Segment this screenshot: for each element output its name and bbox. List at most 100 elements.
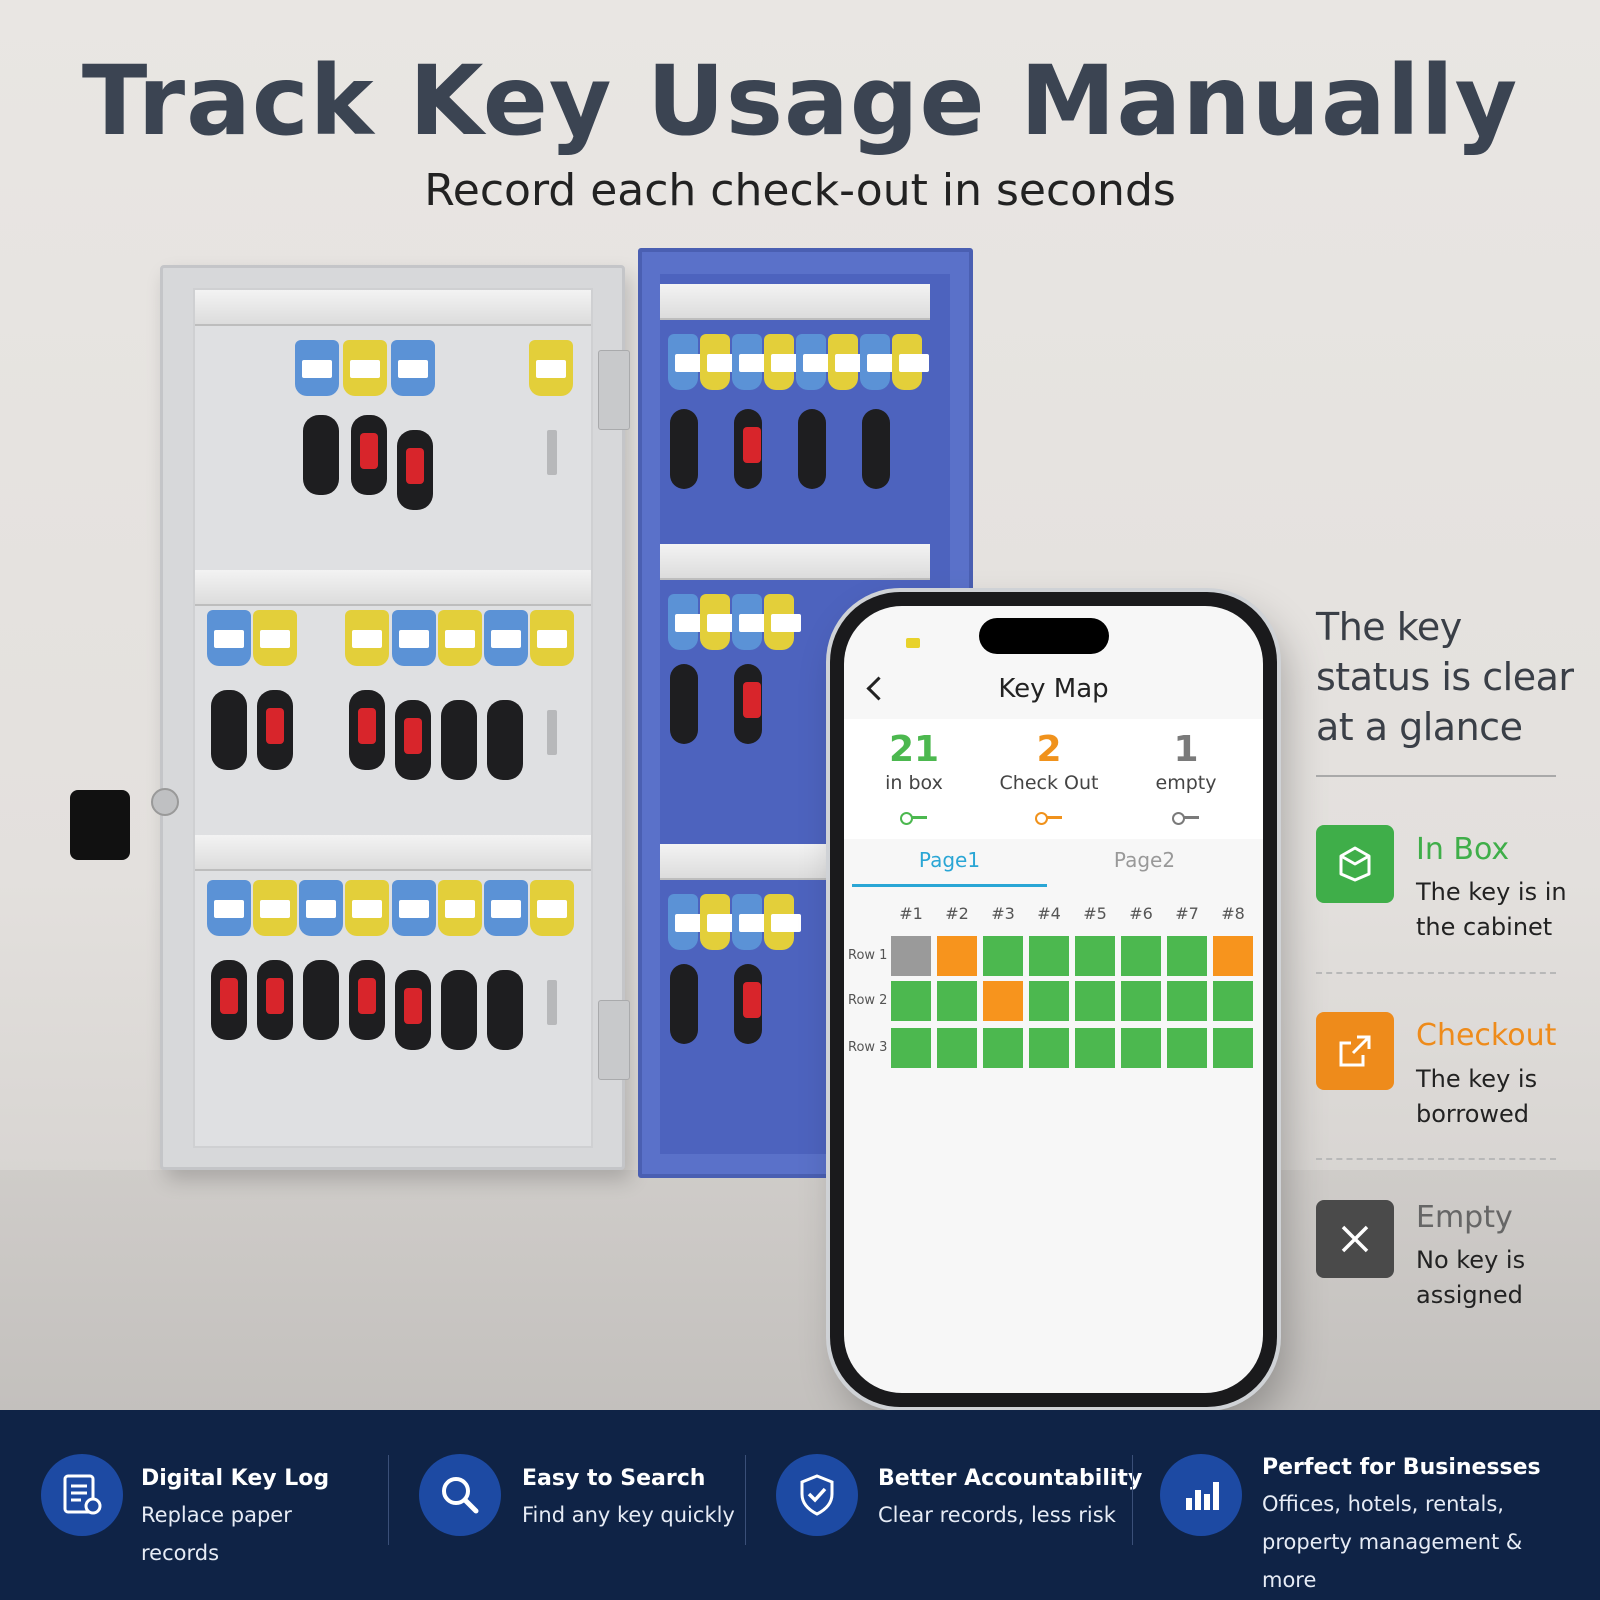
key-slot-inbox[interactable]	[1075, 1028, 1115, 1068]
key-slot-checkout[interactable]	[983, 981, 1023, 1021]
divider	[1132, 1455, 1133, 1545]
column-header: #7	[1175, 904, 1199, 923]
key-tag	[530, 610, 574, 666]
key-icon	[1035, 812, 1063, 825]
key-tag	[700, 334, 737, 390]
key-slot-inbox[interactable]	[1029, 936, 1069, 976]
key-slot-checkout[interactable]	[937, 936, 977, 976]
key-tag	[343, 340, 387, 396]
stat-label: Check Out	[999, 772, 1099, 794]
key-fob	[862, 409, 890, 489]
key-fob	[487, 700, 523, 780]
key-slot-inbox[interactable]	[1029, 1028, 1069, 1068]
key-fob	[303, 415, 339, 495]
key-fob	[670, 409, 698, 489]
divider	[1316, 1158, 1556, 1160]
page-tabs: Page1 Page2	[844, 848, 1263, 888]
bar-chart-icon	[1160, 1454, 1242, 1536]
key-icon	[900, 812, 928, 825]
feature-title: Perfect for Businesses	[1262, 1455, 1541, 1480]
key-tag	[764, 334, 801, 390]
key-cabinet	[151, 265, 625, 1170]
key-slot-inbox[interactable]	[937, 981, 977, 1021]
divider	[1316, 972, 1556, 974]
key-slot-inbox[interactable]	[983, 1028, 1023, 1068]
key-fob	[349, 690, 385, 770]
key-fob	[798, 409, 826, 489]
key-slot-empty[interactable]	[891, 936, 931, 976]
column-header: #8	[1221, 904, 1245, 923]
row-header: Row 3	[848, 1040, 888, 1055]
feature-desc: Replace paper records	[141, 1503, 292, 1565]
key-tag	[668, 894, 705, 950]
key-tag	[392, 880, 436, 936]
key-fob	[441, 700, 477, 780]
column-header: #6	[1129, 904, 1153, 923]
search-icon	[419, 1454, 501, 1536]
cabinet-interior	[193, 288, 593, 1148]
log-icon	[41, 1454, 123, 1536]
key-fob	[211, 690, 247, 770]
key-fob	[351, 415, 387, 495]
stat-label: in box	[885, 772, 943, 794]
page-subtitle: Record each check-out in seconds	[424, 165, 1176, 216]
key-fob	[211, 960, 247, 1040]
key-tag	[860, 334, 897, 390]
key-fob	[734, 964, 762, 1044]
key-slot-inbox[interactable]	[1213, 981, 1253, 1021]
key-fob	[349, 960, 385, 1040]
key-tag	[484, 880, 528, 936]
active-tab-indicator	[852, 884, 1047, 887]
key-slot-inbox[interactable]	[1167, 936, 1207, 976]
key-slot-inbox[interactable]	[983, 936, 1023, 976]
key-fob	[395, 700, 431, 780]
row-header: Row 1	[848, 948, 888, 963]
key-slot-checkout[interactable]	[1213, 936, 1253, 976]
tab-page1[interactable]: Page1	[918, 848, 981, 872]
cabinet-lock	[151, 788, 179, 816]
key-slot-inbox[interactable]	[1121, 981, 1161, 1021]
key-stats: 21 in box 2 Check Out 1 empty	[844, 719, 1263, 839]
tab-page2[interactable]: Page2	[1113, 848, 1176, 872]
key-slot-inbox[interactable]	[1213, 1028, 1253, 1068]
column-header: #3	[991, 904, 1015, 923]
divider	[745, 1455, 746, 1545]
key-slot-inbox[interactable]	[1167, 1028, 1207, 1068]
key-tag	[299, 880, 343, 936]
stat-check-out[interactable]: 2 Check Out	[979, 719, 1119, 825]
key-tag	[764, 594, 801, 650]
legend-desc: No key is assigned	[1416, 1246, 1526, 1309]
key-slot-inbox[interactable]	[937, 1028, 977, 1068]
key-tag	[295, 340, 339, 396]
feature-title: Easy to Search	[522, 1466, 706, 1491]
key-slot-inbox[interactable]	[1121, 1028, 1161, 1068]
stat-in-box[interactable]: 21 in box	[844, 719, 984, 825]
key-tag	[828, 334, 865, 390]
key-fob	[487, 970, 523, 1050]
key-slot-inbox[interactable]	[1075, 981, 1115, 1021]
key-rail	[660, 544, 930, 580]
key-slot-inbox[interactable]	[1167, 981, 1207, 1021]
key-slot-inbox[interactable]	[891, 1028, 931, 1068]
door-hinge	[598, 350, 630, 430]
key-tag	[484, 610, 528, 666]
key-fob	[257, 960, 293, 1040]
key-tag	[438, 610, 482, 666]
key-fob	[734, 664, 762, 744]
legend-title: The key status is clear at a glance	[1316, 605, 1574, 749]
phone-screen: Key Map 21 in box 2 Check Out 1 empty Pa…	[844, 606, 1263, 1393]
key-tag	[732, 334, 769, 390]
key-tag	[253, 880, 297, 936]
close-icon	[1316, 1200, 1394, 1278]
key-slot-inbox[interactable]	[1075, 936, 1115, 976]
key-tag	[796, 334, 833, 390]
stat-empty[interactable]: 1 empty	[1116, 719, 1256, 825]
key-slot-inbox[interactable]	[1029, 981, 1069, 1021]
key-slot-inbox[interactable]	[891, 981, 931, 1021]
key-slot-inbox[interactable]	[1121, 936, 1161, 976]
key-fob	[670, 664, 698, 744]
key-tag	[529, 340, 573, 396]
key-tag	[892, 334, 929, 390]
key-rail	[195, 835, 591, 871]
key-tag	[345, 610, 389, 666]
